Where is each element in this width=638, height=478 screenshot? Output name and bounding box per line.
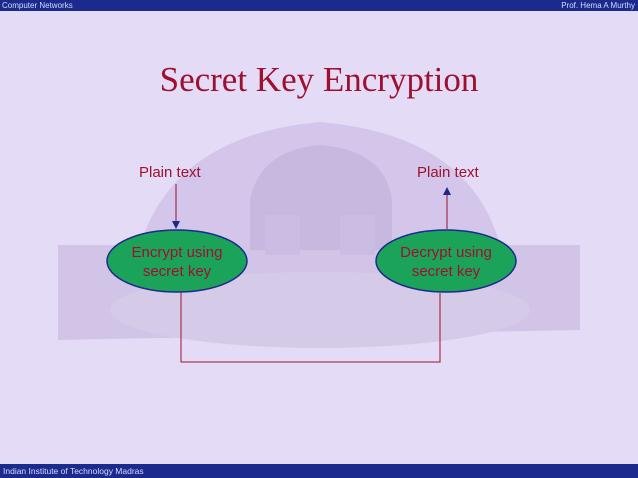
- decrypt-oval: [375, 229, 517, 293]
- plaintext-input-label: Plain text: [139, 164, 201, 181]
- course-name: Computer Networks: [2, 1, 73, 10]
- encrypt-oval: [106, 229, 248, 293]
- presenter-name: Prof. Hema A Murthy: [561, 1, 635, 10]
- header-bar: Computer Networks Prof. Hema A Murthy: [0, 0, 638, 11]
- institute-name: Indian Institute of Technology Madras: [3, 466, 144, 476]
- key-link-line: [180, 292, 441, 363]
- encrypt-line-1: Encrypt using: [131, 244, 223, 261]
- encrypt-line-2: secret key: [142, 263, 212, 280]
- decrypt-line-1: Decrypt using: [400, 244, 492, 261]
- decrypt-label: Decrypt using secret key: [381, 243, 511, 281]
- decrypt-line-2: secret key: [411, 263, 481, 280]
- plaintext-output-label: Plain text: [417, 164, 479, 181]
- encrypt-label: Encrypt using secret key: [112, 243, 242, 281]
- slide-title: Secret Key Encryption: [159, 60, 479, 99]
- footer-bar: Indian Institute of Technology Madras: [0, 464, 638, 478]
